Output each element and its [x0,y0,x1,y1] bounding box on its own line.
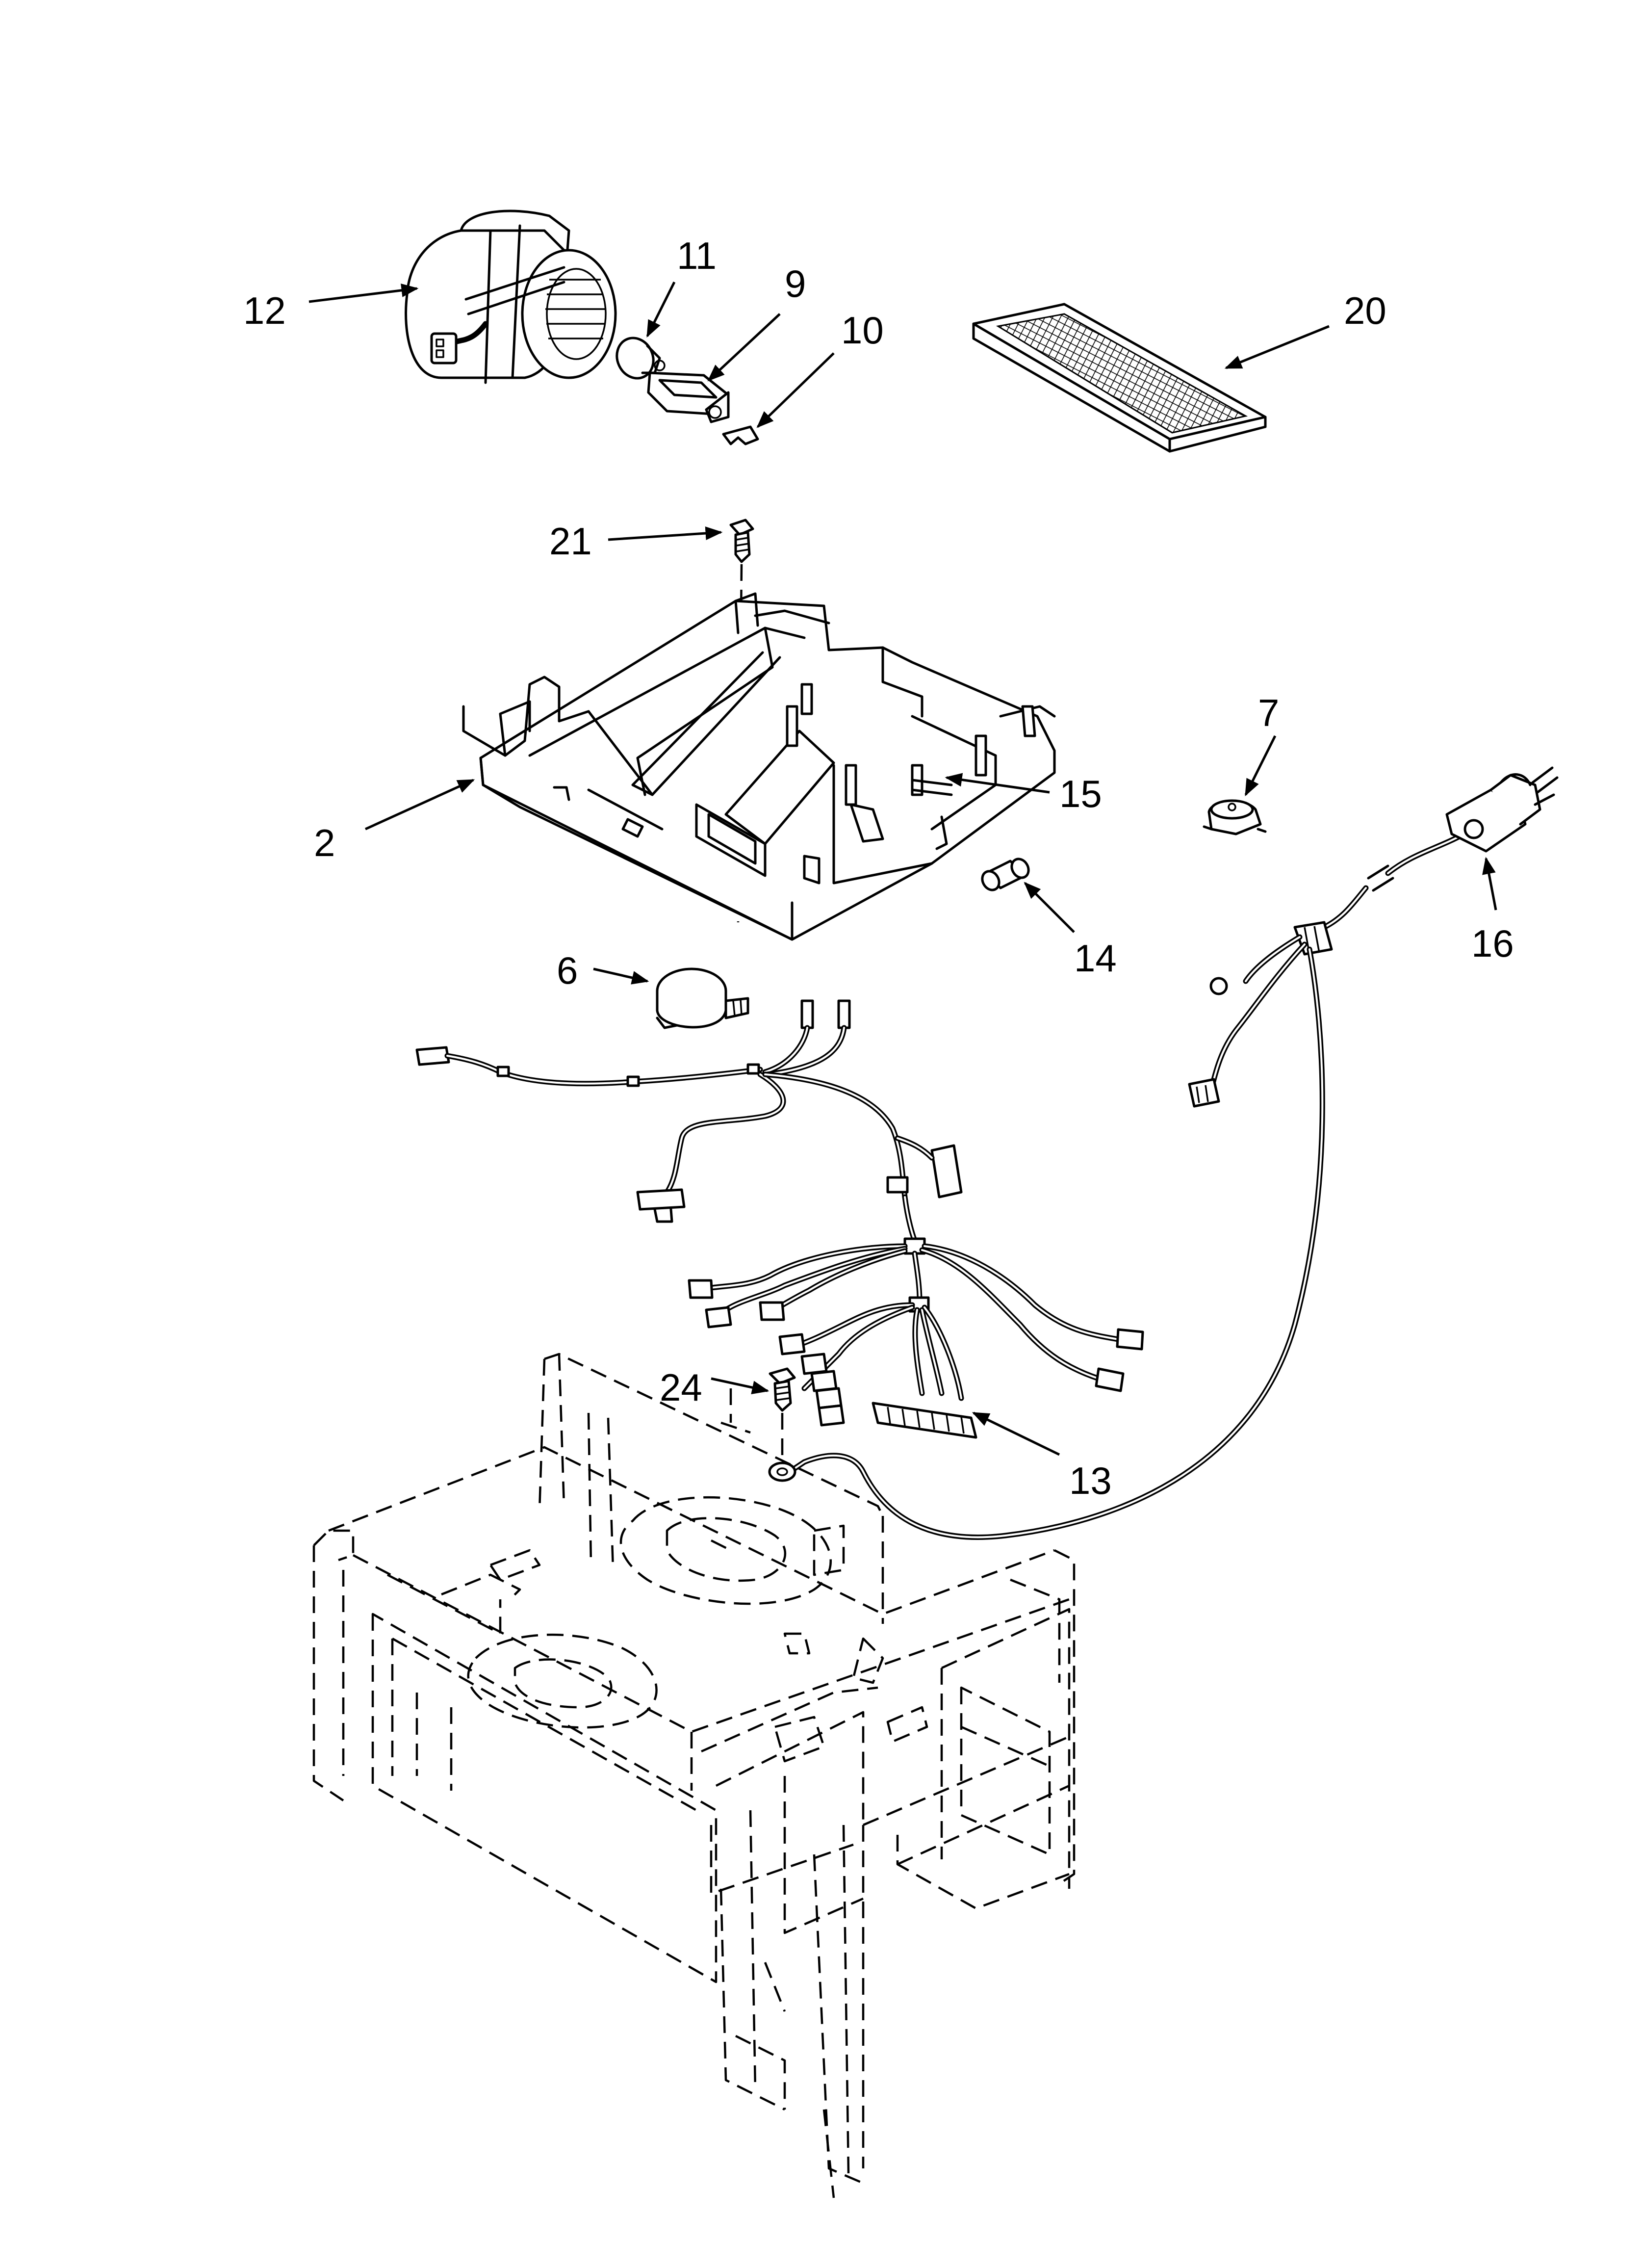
lamp-clip [722,425,759,445]
callout-labels: 12 11 9 10 20 21 7 2 15 16 14 6 24 13 [243,234,1514,1502]
charcoal-filter [972,303,1267,453]
callout-15: 15 [1059,772,1102,815]
callout-2: 2 [314,821,335,864]
fuse [981,858,1030,891]
control-bracket [462,592,1056,941]
leader-arrows [308,281,1497,1456]
power-cord [787,766,1559,1540]
callout-14: 14 [1074,937,1117,980]
thermal-cutout [1203,799,1267,835]
callout-7: 7 [1258,691,1279,734]
callout-9: 9 [785,262,806,305]
callout-6: 6 [557,949,578,992]
callout-16: 16 [1471,922,1514,965]
callout-13: 13 [1069,1459,1112,1502]
relay-component [656,967,749,1029]
callout-24: 24 [660,1366,702,1409]
callout-12: 12 [243,289,286,332]
main-wire-harness [415,999,1144,1439]
callout-20: 20 [1344,289,1386,332]
lamp-socket [647,371,730,423]
microwave-chassis-phantom [312,1353,1076,2198]
callout-11: 11 [677,234,717,277]
callout-10: 10 [841,309,884,352]
ground-screw [768,1367,796,1482]
blower-fan-assembly [405,209,617,384]
callout-21: 21 [549,520,592,563]
